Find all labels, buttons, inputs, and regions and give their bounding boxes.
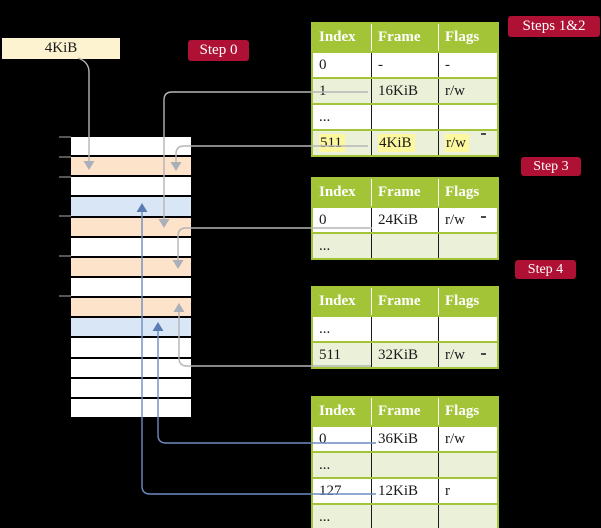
cell-frame: 24KiB [371, 206, 439, 233]
table-header-row: Index Frame Flags [312, 178, 498, 207]
page-size-label: 4KiB [2, 38, 120, 59]
memory-frame [71, 175, 191, 196]
physical-memory-column [71, 135, 191, 419]
memory-frame [71, 215, 191, 236]
table-row: ... [312, 232, 498, 259]
column-header-frame: Frame [371, 178, 439, 207]
cell-index: ... [312, 503, 372, 528]
cell-frame: 32KiB [371, 341, 439, 368]
memory-frame [71, 316, 191, 337]
cell-index: 0 [312, 51, 372, 78]
cell-index: ... [312, 315, 372, 342]
table-row: 127 12KiB r [312, 477, 498, 504]
cell-frame: 16KiB [371, 77, 439, 104]
table-row: 511 32KiB r/w [312, 341, 498, 368]
cell-flags: r/w [438, 341, 498, 368]
steps-1-2-badge: Steps 1&2 [508, 16, 600, 37]
column-header-index: Index [312, 178, 372, 207]
cell-frame [371, 503, 439, 528]
column-header-flags: Flags [438, 397, 498, 426]
step-4-badge: Step 4 [515, 260, 576, 279]
memory-frame [71, 135, 191, 156]
page-table-step-4-lower: Index Frame Flags 0 36KiB r/w ... 127 12… [311, 396, 499, 528]
memory-frame [71, 195, 191, 216]
column-header-index: Index [312, 397, 372, 426]
memory-frame [71, 336, 191, 357]
cell-index: 0 [312, 425, 372, 452]
memory-frame [71, 235, 191, 256]
memory-address-ticks [59, 136, 71, 297]
memory-frame [71, 356, 191, 377]
cell-index: ... [312, 103, 372, 130]
page-table-step-3: Index Frame Flags 0 24KiB r/w ... [311, 177, 499, 260]
table-row: ... [312, 503, 498, 528]
cell-flags: r/w [438, 425, 498, 452]
memory-frame [71, 255, 191, 276]
cell-flags: r/w [438, 129, 498, 156]
cell-frame [371, 103, 439, 130]
cell-flags [438, 315, 498, 342]
cell-frame: 4KiB [371, 129, 439, 156]
memory-frame [71, 396, 191, 417]
column-header-frame: Frame [371, 287, 439, 316]
cell-frame: - [371, 51, 439, 78]
memory-frame [71, 155, 191, 176]
page-table-steps-1-2: Index Frame Flags 0 - - 1 16KiB r/w ... … [311, 22, 499, 157]
cell-index: ... [312, 451, 372, 478]
cell-frame: 36KiB [371, 425, 439, 452]
column-header-flags: Flags [438, 287, 498, 316]
cell-flags [438, 451, 498, 478]
cell-frame [371, 315, 439, 342]
cell-flags: r [438, 477, 498, 504]
column-header-flags: Flags [438, 23, 498, 52]
memory-frame [71, 376, 191, 397]
cell-flags: r/w [438, 206, 498, 233]
cell-flags [438, 232, 498, 259]
table-row: ... [312, 103, 498, 130]
step-0-badge: Step 0 [188, 40, 249, 61]
column-header-frame: Frame [371, 23, 439, 52]
table-header-row: Index Frame Flags [312, 397, 498, 426]
table-row: ... [312, 315, 498, 342]
cell-frame [371, 232, 439, 259]
table-row: 1 16KiB r/w [312, 77, 498, 104]
column-header-frame: Frame [371, 397, 439, 426]
cell-index: ... [312, 232, 372, 259]
memory-frame [71, 275, 191, 297]
step-3-badge: Step 3 [521, 157, 581, 176]
cell-index: 511 [312, 129, 372, 156]
cell-flags [438, 103, 498, 130]
cell-flags: - [438, 51, 498, 78]
table-header-row: Index Frame Flags [312, 287, 498, 316]
column-header-index: Index [312, 287, 372, 316]
cell-frame: 12KiB [371, 477, 439, 504]
table-row: 0 36KiB r/w [312, 425, 498, 452]
table-header-row: Index Frame Flags [312, 23, 498, 52]
cell-index: 1 [312, 77, 372, 104]
table-row: ... [312, 451, 498, 478]
table-row-highlighted: 511 4KiB r/w [312, 129, 498, 156]
page-table-step-4-upper: Index Frame Flags ... 511 32KiB r/w [311, 286, 499, 369]
table-row: 0 24KiB r/w [312, 206, 498, 233]
cell-index: 0 [312, 206, 372, 233]
cell-frame [371, 451, 439, 478]
table-row: 0 - - [312, 51, 498, 78]
column-header-flags: Flags [438, 178, 498, 207]
cell-flags [438, 503, 498, 528]
column-header-index: Index [312, 23, 372, 52]
memory-frame [71, 296, 191, 317]
cell-index: 511 [312, 341, 372, 368]
cell-index: 127 [312, 477, 372, 504]
cell-flags: r/w [438, 77, 498, 104]
